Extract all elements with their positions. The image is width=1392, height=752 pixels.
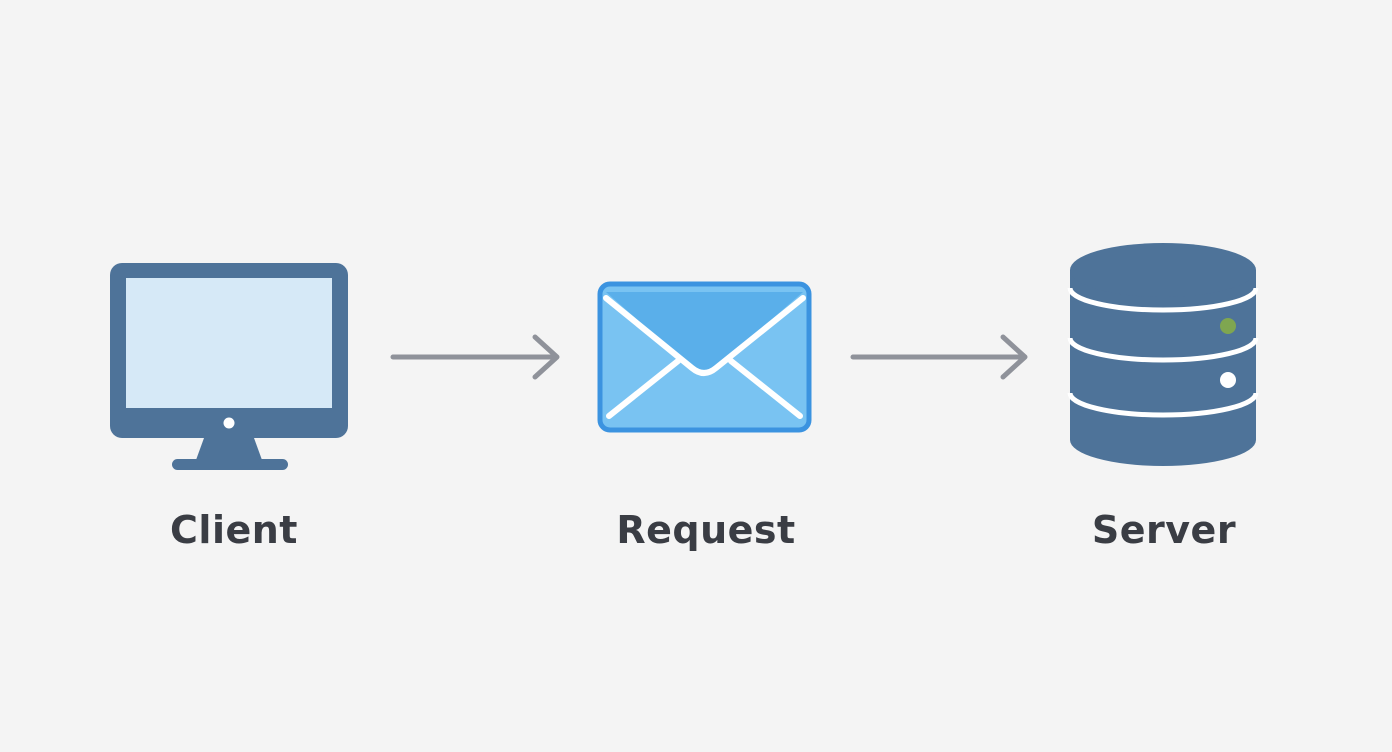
arrow-request-to-server bbox=[850, 334, 1028, 380]
envelope-flap-outline bbox=[603, 295, 806, 376]
database-separator-1 bbox=[1067, 287, 1259, 313]
monitor-power-dot bbox=[223, 417, 235, 429]
database-top bbox=[1070, 243, 1256, 297]
monitor-screen bbox=[126, 278, 332, 408]
server-label: Server bbox=[1091, 508, 1237, 552]
client-label: Client bbox=[170, 508, 298, 552]
status-light-green bbox=[1220, 318, 1236, 334]
database-separator-3 bbox=[1067, 392, 1259, 418]
envelope-left-fold bbox=[606, 358, 681, 419]
arrow-client-to-request bbox=[390, 334, 560, 380]
envelope-icon bbox=[597, 281, 812, 433]
monitor-stand-neck bbox=[196, 438, 262, 460]
envelope-right-fold bbox=[728, 358, 803, 419]
envelope-flap bbox=[606, 292, 803, 373]
request-label: Request bbox=[616, 508, 796, 552]
database-separator-2 bbox=[1067, 337, 1259, 363]
database-server-icon bbox=[1067, 243, 1259, 466]
database-body bbox=[1070, 270, 1256, 466]
status-light-white bbox=[1220, 372, 1236, 388]
monitor-stand-base bbox=[172, 459, 288, 470]
monitor-icon bbox=[110, 263, 348, 470]
